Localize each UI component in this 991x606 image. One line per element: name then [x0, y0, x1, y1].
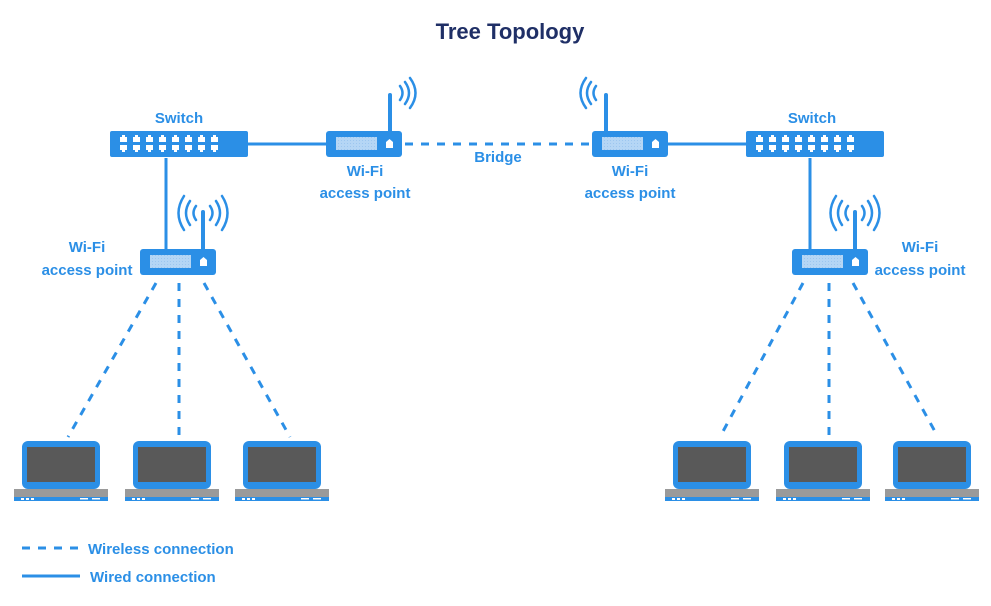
wifi-signal-icon — [398, 76, 417, 110]
laptop-left-2 — [125, 441, 219, 501]
wireless-link-laptop-right-3 — [851, 282, 940, 438]
wifi-access-point-bottom-right — [792, 194, 881, 275]
wifi-signal-icon — [177, 194, 229, 232]
switch-port-icon — [185, 145, 192, 152]
switch-right — [746, 131, 884, 157]
switch-port-icon — [159, 145, 166, 152]
switch-right-label: Switch — [788, 110, 836, 127]
laptop-right-2 — [776, 441, 870, 501]
switch-port-icon — [834, 135, 841, 142]
switch-left — [110, 131, 248, 157]
switch-port-icon — [146, 135, 153, 142]
laptop-right-3 — [885, 441, 979, 501]
wifi-access-point-top-right — [579, 76, 668, 157]
switch-port-icon — [756, 145, 763, 152]
wireless-link-laptop-left-3 — [202, 282, 292, 438]
switch-port-icon — [120, 145, 127, 152]
switch-port-icon — [847, 145, 854, 152]
switch-left-label: Switch — [155, 110, 203, 127]
switch-port-icon — [172, 135, 179, 142]
switch-port-icon — [133, 145, 140, 152]
legend-wired-label: Wired connection — [90, 569, 216, 586]
switch-port-icon — [756, 135, 763, 142]
switch-port-icon — [808, 135, 815, 142]
switch-port-icon — [159, 135, 166, 142]
wifi-access-point-bottom-left — [140, 194, 229, 275]
switch-port-icon — [808, 145, 815, 152]
ap-top-right-label-line2: access point — [585, 185, 676, 202]
switch-port-icon — [185, 135, 192, 142]
ap-top-left-label-line1: Wi-Fi — [347, 163, 384, 180]
switch-port-icon — [795, 135, 802, 142]
laptop-left-1 — [14, 441, 108, 501]
switch-port-icon — [769, 145, 776, 152]
ap-top-right-label-line1: Wi-Fi — [612, 163, 649, 180]
switch-port-icon — [795, 145, 802, 152]
switch-port-icon — [198, 145, 205, 152]
switch-port-icon — [211, 145, 218, 152]
legend: Wireless connection Wired connection — [22, 541, 234, 586]
ap-bottom-right-label-line2: access point — [875, 262, 966, 279]
diagram-title: Tree Topology — [436, 19, 585, 44]
wireless-link-laptop-right-1 — [718, 282, 805, 438]
wifi-signal-icon — [579, 76, 598, 110]
switch-port-icon — [120, 135, 127, 142]
switch-port-icon — [821, 145, 828, 152]
switch-port-icon — [769, 135, 776, 142]
wifi-access-point-top-left — [326, 76, 417, 157]
bridge-label: Bridge — [474, 149, 522, 166]
switch-port-icon — [821, 135, 828, 142]
switch-port-icon — [847, 135, 854, 142]
switch-port-icon — [782, 135, 789, 142]
switch-port-icon — [198, 135, 205, 142]
switch-port-icon — [834, 145, 841, 152]
legend-wireless-label: Wireless connection — [88, 541, 234, 558]
ap-top-left-label-line2: access point — [320, 185, 411, 202]
switch-port-icon — [133, 135, 140, 142]
ap-bottom-left-label-line2: access point — [42, 262, 133, 279]
switch-port-icon — [211, 135, 218, 142]
wifi-signal-icon — [829, 194, 881, 232]
wireless-link-laptop-left-1 — [66, 282, 158, 438]
laptop-right-1 — [665, 441, 759, 501]
switch-port-icon — [146, 145, 153, 152]
ap-bottom-left-label-line1: Wi-Fi — [69, 239, 106, 256]
ap-bottom-right-label-line1: Wi-Fi — [902, 239, 939, 256]
laptop-left-3 — [235, 441, 329, 501]
switch-port-icon — [782, 145, 789, 152]
switch-port-icon — [172, 145, 179, 152]
